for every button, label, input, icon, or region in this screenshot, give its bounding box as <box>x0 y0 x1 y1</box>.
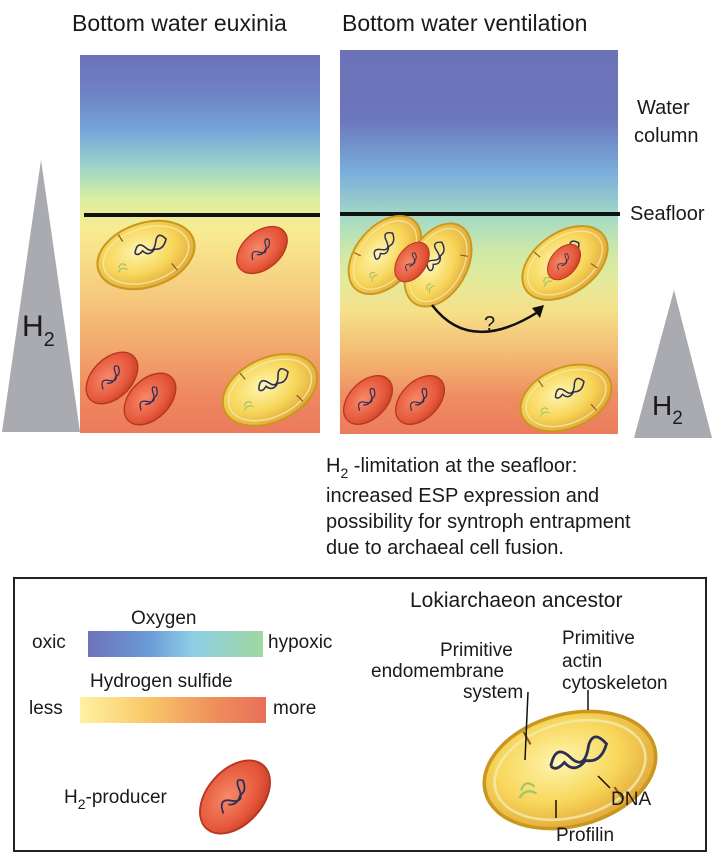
seafloor-line <box>340 212 620 216</box>
oxygen-gradient-bar <box>88 631 263 657</box>
h2-label-left: H2 <box>22 310 55 351</box>
h2-gradient-triangle-left <box>2 160 80 432</box>
h2s-gradient-bar <box>80 697 266 723</box>
legend-h2-producer-cell <box>190 752 280 842</box>
endomembrane-label-3: system <box>463 682 524 703</box>
h2-producer-label: H2-producer <box>64 787 167 812</box>
dna-label: DNA <box>611 789 652 810</box>
h2-gradient-triangle-right <box>634 290 712 438</box>
dna-pointer <box>597 775 611 789</box>
hypoxic-label: hypoxic <box>268 632 333 653</box>
right-panel-title: Bottom water ventilation <box>342 10 588 36</box>
lokiarchaeon-cell <box>509 351 618 434</box>
h2s-legend-title: Hydrogen sulfide <box>90 671 233 692</box>
caption-line-4: due to archaeal cell fusion. <box>326 537 564 559</box>
seafloor-line <box>84 213 320 217</box>
caption-line-3: possibility for syntroph entrapment <box>326 511 631 533</box>
profilin-label: Profilin <box>556 825 615 846</box>
less-label: less <box>29 698 63 719</box>
h2-producer-cell <box>227 216 297 284</box>
water-column-label-line2: column <box>634 125 699 147</box>
h2-producer-cell <box>340 365 403 434</box>
endomembrane-pointer <box>524 691 529 761</box>
fusion-arrow <box>431 304 539 333</box>
water-column-label-line1: Water <box>637 97 690 119</box>
lokiarchaeon-legend-title: Lokiarchaeon ancestor <box>410 589 623 612</box>
actin-label-1: Primitive <box>562 628 635 649</box>
legend-box <box>13 577 707 852</box>
caption-line-1: H2 -limitation at the seafloor: <box>326 455 578 481</box>
caption-line-2: increased ESP expression and <box>326 485 600 507</box>
endomembrane-label-1: Primitive <box>440 640 513 661</box>
h2-label-right: H2 <box>652 390 683 429</box>
actin-label-2: actin <box>562 651 603 672</box>
lokiarchaeon-cell <box>210 338 320 433</box>
more-label: more <box>273 698 317 719</box>
seafloor-label: Seafloor <box>630 203 705 225</box>
legend-lokiarchaeon-cell <box>470 690 670 840</box>
left-panel-title: Bottom water euxinia <box>72 10 287 36</box>
arrow-head <box>532 305 544 318</box>
oxic-label: oxic <box>32 632 66 653</box>
h2-producer-cell <box>385 365 455 434</box>
left-panel-cells <box>80 208 320 433</box>
right-panel-cells <box>340 201 618 434</box>
actin-label-3: cytoskeleton <box>562 673 668 694</box>
lokiarchaeon-cell <box>87 208 205 302</box>
endomembrane-label-2: endomembrane <box>371 661 505 682</box>
fusion-question-mark: ? <box>484 313 496 335</box>
oxygen-legend-title: Oxygen <box>131 608 197 629</box>
